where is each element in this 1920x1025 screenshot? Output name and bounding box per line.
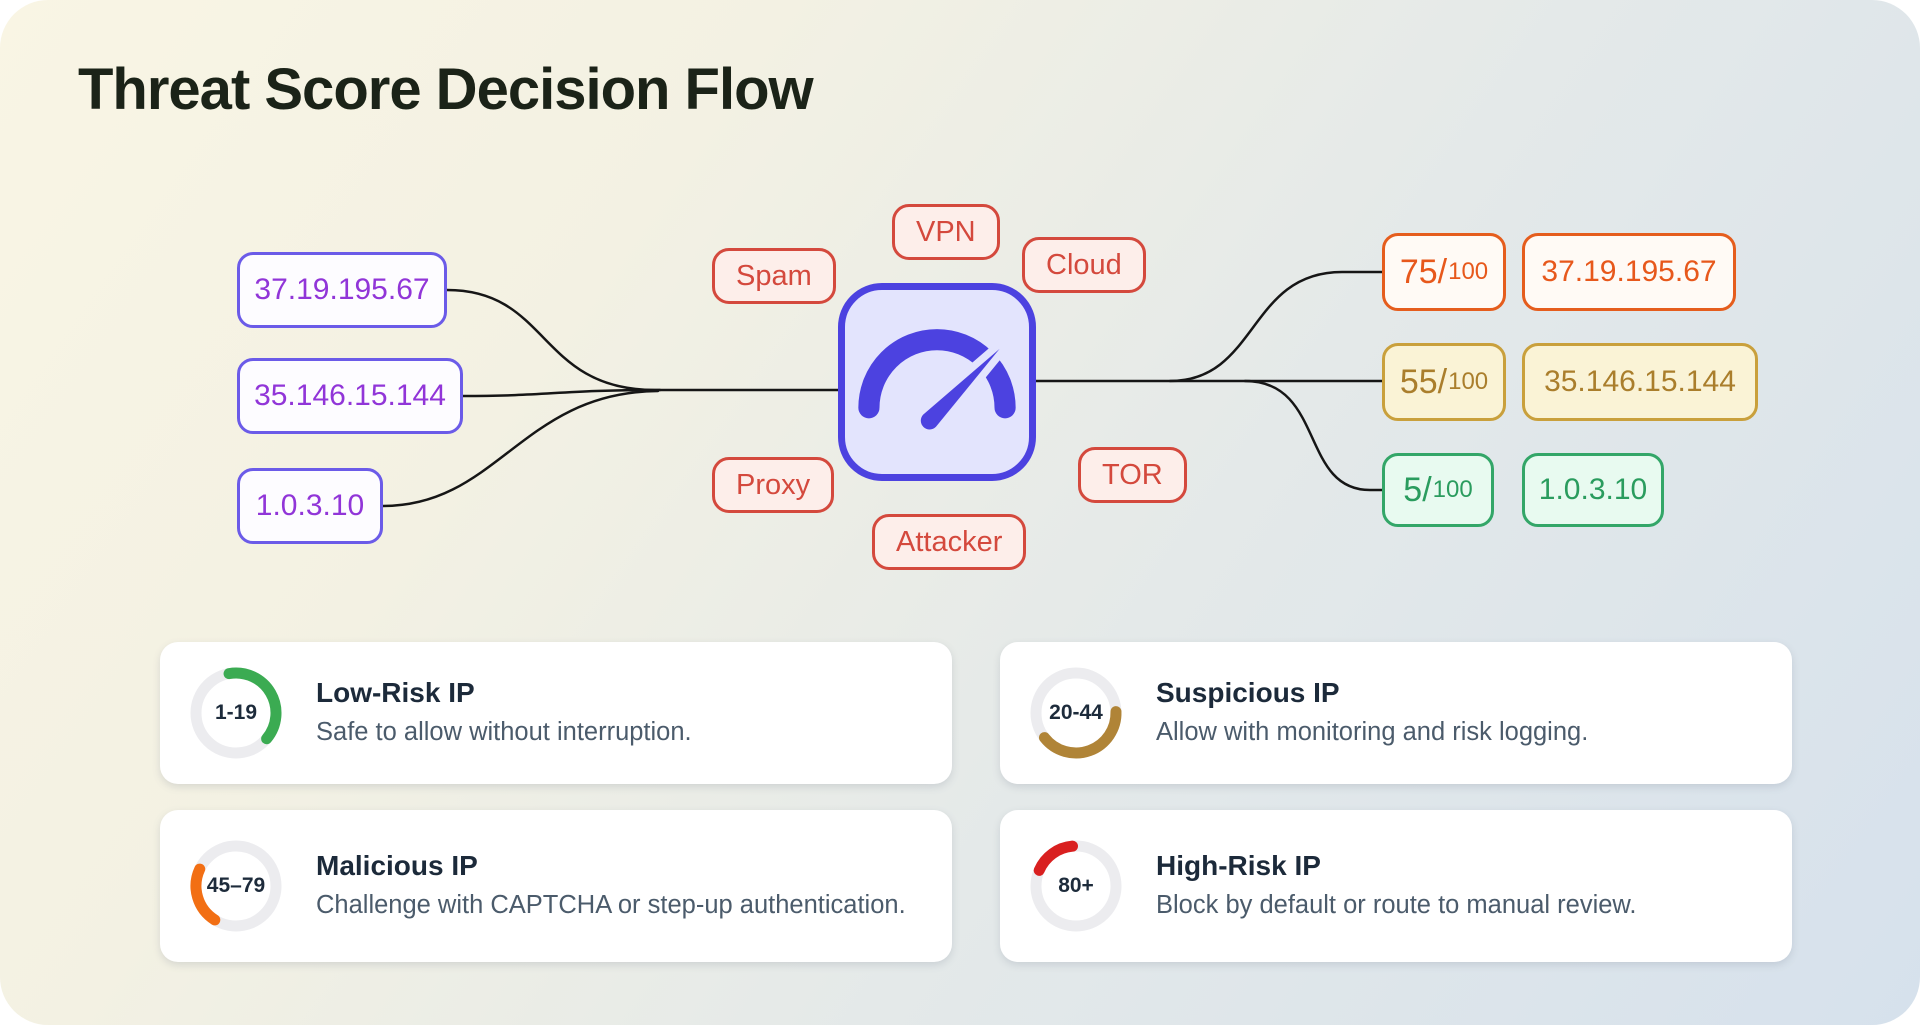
risk-card-suspicious: 20-44 Suspicious IP Allow with monitorin… <box>1000 642 1792 784</box>
score-value: 5/ <box>1403 470 1432 509</box>
score-denominator: 100 <box>1448 368 1489 395</box>
risk-card-title: Suspicious IP <box>1156 676 1340 708</box>
risk-range-label: 1-19 <box>214 701 258 724</box>
threat-label-spam: Spam <box>712 248 836 304</box>
input-ip-node: 37.19.195.67 <box>237 252 447 328</box>
threat-label-tor: TOR <box>1078 447 1187 503</box>
threat-label-attacker: Attacker <box>872 514 1027 570</box>
risk-range-gauge-icon: 45–79 <box>186 836 286 936</box>
input-ip-node: 35.146.15.144 <box>237 358 463 434</box>
score-denominator: 100 <box>1432 476 1473 503</box>
wire-output-down <box>1243 379 1386 492</box>
wire-input-middle <box>461 388 662 398</box>
scored-ip-node: 1.0.3.10 <box>1522 453 1664 527</box>
risk-card-title: High-Risk IP <box>1156 849 1321 881</box>
risk-range-label: 45–79 <box>206 874 266 897</box>
scored-ip-node: 37.19.195.67 <box>1522 233 1736 311</box>
risk-card-high: 80+ High-Risk IP Block by default or rou… <box>1000 810 1792 962</box>
risk-range-gauge-icon: 20-44 <box>1026 663 1126 763</box>
risk-card-description: Challenge with CAPTCHA or step-up authen… <box>316 890 906 919</box>
threat-label-proxy: Proxy <box>712 457 835 513</box>
risk-card-malicious: 45–79 Malicious IP Challenge with CAPTCH… <box>160 810 952 962</box>
input-ip-node: 1.0.3.10 <box>237 468 383 544</box>
threat-gauge-icon <box>858 329 1016 437</box>
score-value: 55/ <box>1399 362 1448 401</box>
risk-card-description: Allow with monitoring and risk logging. <box>1156 717 1589 746</box>
score-node: 55/100 <box>1382 343 1506 421</box>
threat-scoring-engine-node <box>838 283 1036 481</box>
wire-input-top <box>445 288 844 392</box>
page-title: Threat Score Decision Flow <box>78 57 814 122</box>
score-node: 75/100 <box>1382 233 1506 311</box>
score-denominator: 100 <box>1448 258 1489 285</box>
risk-card-low: 1-19 Low-Risk IP Safe to allow without i… <box>160 642 952 784</box>
risk-range-gauge-icon: 80+ <box>1026 836 1126 936</box>
score-node: 5/100 <box>1382 453 1494 527</box>
threat-label-vpn: VPN <box>892 204 1000 260</box>
wire-output-up <box>1168 270 1386 383</box>
risk-range-label: 20-44 <box>1049 701 1103 724</box>
risk-range-gauge-icon: 1-19 <box>186 663 286 763</box>
score-value: 75/ <box>1399 252 1448 291</box>
risk-card-title: Low-Risk IP <box>316 676 475 708</box>
threat-label-cloud: Cloud <box>1022 237 1146 293</box>
risk-range-label: 80+ <box>1058 874 1094 897</box>
risk-card-description: Safe to allow without interruption. <box>316 717 692 746</box>
scored-ip-node: 35.146.15.144 <box>1522 343 1758 421</box>
risk-card-title: Malicious IP <box>316 849 478 881</box>
risk-card-description: Block by default or route to manual revi… <box>1156 890 1637 919</box>
